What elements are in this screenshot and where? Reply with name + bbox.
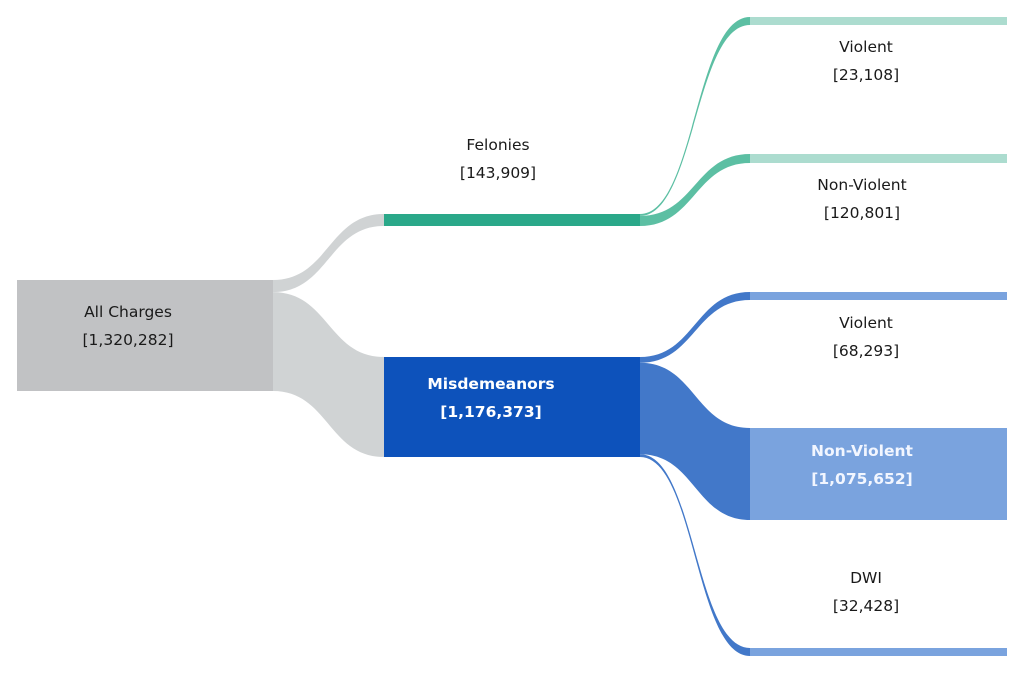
node-name-felonies: Felonies — [466, 136, 530, 154]
node-name-fel-violent: Violent — [839, 38, 893, 56]
node-value-mis-violent: [68,293] — [832, 342, 900, 360]
links-layer — [273, 17, 750, 656]
node-value-felonies: [143,909] — [459, 164, 537, 182]
node-all[interactable] — [17, 280, 273, 391]
link-misdemeanors-to-mis_nonviolent[interactable] — [640, 362, 750, 520]
label-mis-nonviolent: Non-Violent [1,075,652] — [811, 437, 913, 493]
link-all-to-misdemeanors[interactable] — [273, 292, 384, 457]
label-fel-violent: Violent [23,108] — [833, 33, 899, 89]
link-felonies-to-fel_violent[interactable] — [640, 17, 750, 216]
link-misdemeanors-to-mis_dwi[interactable] — [640, 454, 750, 656]
label-mis-dwi: DWI [32,428] — [833, 564, 899, 620]
label-misdemeanors: Misdemeanors [1,176,373] — [427, 370, 554, 426]
node-value-all: [1,320,282] — [82, 331, 174, 349]
node-value-fel-nonviolent: [120,801] — [823, 204, 901, 222]
link-all-to-felonies[interactable] — [273, 214, 384, 293]
node-value-misdemeanors: [1,176,373] — [440, 403, 542, 421]
label-mis-violent: Violent [68,293] — [833, 309, 899, 365]
node-mis_violent[interactable] — [750, 292, 1007, 300]
label-fel-nonviolent: Non-Violent [120,801] — [817, 171, 906, 227]
node-felonies[interactable] — [384, 214, 640, 226]
label-felonies: Felonies [143,909] — [460, 131, 536, 187]
label-all: All Charges [1,320,282] — [83, 298, 174, 354]
node-name-fel-nonviolent: Non-Violent — [817, 176, 907, 194]
node-name-all: All Charges — [84, 303, 172, 321]
node-mis_nonviolent[interactable] — [750, 428, 1007, 520]
node-fel_nonviolent[interactable] — [750, 154, 1007, 163]
node-name-mis-dwi: DWI — [850, 569, 882, 587]
node-misdemeanors[interactable] — [384, 357, 640, 457]
node-mis_dwi[interactable] — [750, 648, 1007, 656]
node-value-mis-nonviolent: [1,075,652] — [811, 470, 913, 488]
link-felonies-to-fel_nonviolent[interactable] — [640, 154, 750, 226]
node-name-misdemeanors: Misdemeanors — [427, 375, 555, 393]
nodes-layer — [17, 17, 1007, 656]
node-name-mis-violent: Violent — [839, 314, 893, 332]
node-value-mis-dwi: [32,428] — [832, 597, 900, 615]
link-misdemeanors-to-mis_violent[interactable] — [640, 292, 750, 363]
node-value-fel-violent: [23,108] — [832, 66, 900, 84]
node-name-mis-nonviolent: Non-Violent — [811, 442, 913, 460]
node-fel_violent[interactable] — [750, 17, 1007, 25]
